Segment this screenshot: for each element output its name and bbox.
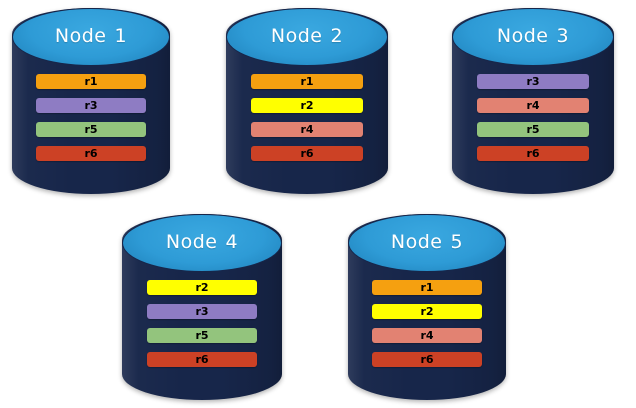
node-cylinder-5[interactable]: Node 5 r1 r2 r4 r6 [348, 214, 506, 400]
node-label-number: 2 [330, 25, 344, 47]
replica-bar-r6[interactable]: r6 [477, 146, 589, 161]
node-cylinder-1[interactable]: Node 1 r1 r3 r5 r6 [12, 8, 170, 194]
cylinder-top-ellipse [122, 214, 282, 272]
node-label-3: Node 3 [452, 25, 614, 47]
replica-bar-r4[interactable]: r4 [372, 328, 482, 343]
node-cylinder-3[interactable]: Node 3 r3 r4 r5 r6 [452, 8, 614, 194]
node-label-text: Node [54, 25, 107, 47]
cylinder-top-ellipse [348, 214, 506, 272]
node-label-5: Node 5 [348, 231, 506, 253]
replica-bar-r4[interactable]: r4 [477, 98, 589, 113]
replica-bar-r1[interactable]: r1 [372, 280, 482, 295]
node-label-text: Node [496, 25, 549, 47]
replica-bar-r6[interactable]: r6 [251, 146, 363, 161]
node-label-1: Node 1 [12, 25, 170, 47]
replica-bar-r2[interactable]: r2 [251, 98, 363, 113]
node-cylinder-2[interactable]: Node 2 r1 r2 r4 r6 [226, 8, 388, 194]
node-label-number: 4 [225, 231, 239, 253]
replica-bar-r6[interactable]: r6 [36, 146, 146, 161]
replica-bar-r2[interactable]: r2 [147, 280, 257, 295]
node-label-text: Node [270, 25, 323, 47]
node-cylinder-4[interactable]: Node 4 r2 r3 r5 r6 [122, 214, 282, 400]
replica-bar-r5[interactable]: r5 [36, 122, 146, 137]
replica-bar-r1[interactable]: r1 [251, 74, 363, 89]
replica-bar-r1[interactable]: r1 [36, 74, 146, 89]
replica-bar-r5[interactable]: r5 [147, 328, 257, 343]
replica-bar-r3[interactable]: r3 [36, 98, 146, 113]
node-label-text: Node [165, 231, 218, 253]
node-label-number: 1 [114, 25, 128, 47]
cylinder-top-ellipse [452, 8, 614, 66]
node-label-number: 5 [450, 231, 464, 253]
replica-bar-r6[interactable]: r6 [147, 352, 257, 367]
replica-bar-r4[interactable]: r4 [251, 122, 363, 137]
cylinder-top-ellipse [226, 8, 388, 66]
cylinder-top-ellipse [12, 8, 170, 66]
node-label-4: Node 4 [122, 231, 282, 253]
replica-bar-r3[interactable]: r3 [477, 74, 589, 89]
replica-bar-r2[interactable]: r2 [372, 304, 482, 319]
replica-bar-r3[interactable]: r3 [147, 304, 257, 319]
node-label-text: Node [390, 231, 443, 253]
node-label-number: 3 [556, 25, 570, 47]
replica-bar-r5[interactable]: r5 [477, 122, 589, 137]
replica-bar-r6[interactable]: r6 [372, 352, 482, 367]
node-label-2: Node 2 [226, 25, 388, 47]
